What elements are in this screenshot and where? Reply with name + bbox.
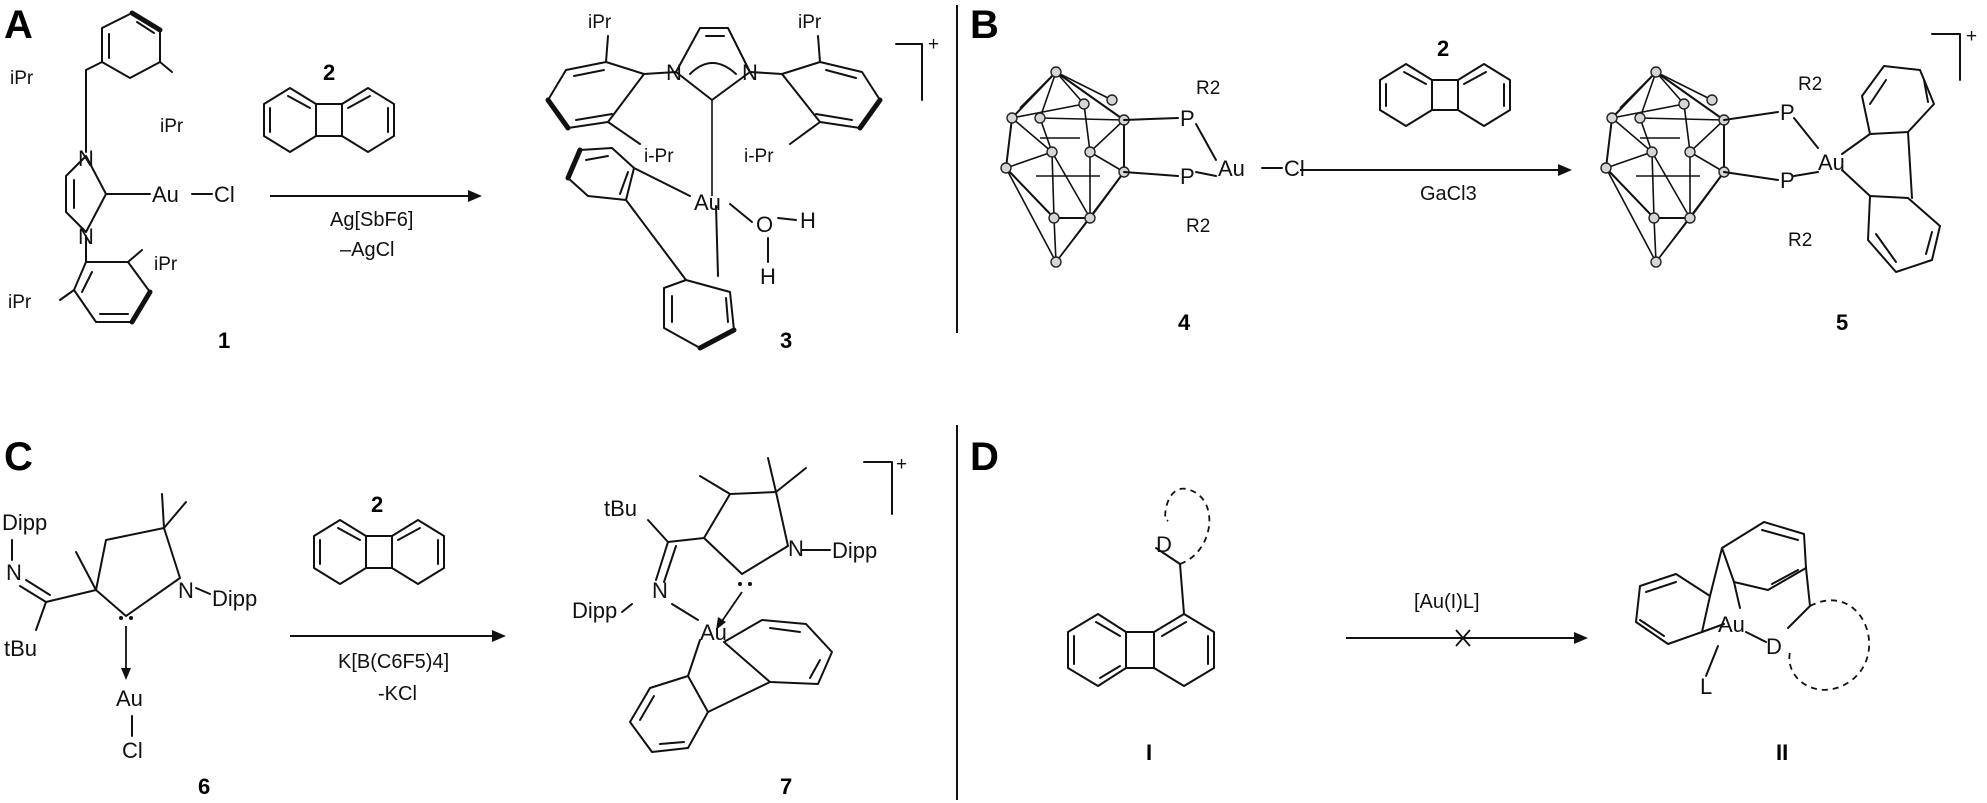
label-ipr-product-right: i-Pr [744, 146, 774, 167]
reaction-arrowhead-a [468, 190, 482, 202]
compound-4-structure [1000, 66, 1283, 268]
compound-II-structure [1635, 521, 1870, 691]
compound-label-5: 5 [1836, 310, 1848, 335]
atom-n-product-left: N [666, 60, 682, 85]
condition-b-1: GaCl3 [1420, 183, 1477, 205]
arrowhead-c-to-au [121, 668, 131, 680]
label-r2-4-upper: R2 [1196, 78, 1220, 99]
atom-p-5-upper: P [1780, 100, 1795, 125]
compound-label-I: I [1146, 740, 1152, 765]
condition-a-2: –AgCl [340, 239, 394, 261]
compound-1-structure [59, 10, 213, 325]
atom-au-7: Au [700, 620, 727, 645]
atom-p-5-lower: P [1780, 168, 1795, 193]
label-ipr-product-left: i-Pr [644, 146, 674, 167]
label-tbu-6: tBu [4, 636, 37, 661]
reagent-label-2-c: 2 [371, 492, 383, 517]
label-tbu-7: tBu [604, 496, 637, 521]
reaction-arrowhead-c [492, 630, 506, 642]
atom-cl-6: Cl [122, 738, 143, 763]
charge-bracket-c [863, 461, 893, 515]
arrowhead-c-to-au-product [716, 617, 726, 630]
panel-letter-a: A [4, 3, 33, 47]
atom-cl-reactant: Cl [214, 182, 235, 207]
charge-a: + [928, 34, 939, 55]
label-ipr-bottom-right: iPr [154, 254, 178, 275]
atom-cl-4: Cl [1284, 156, 1305, 181]
label-dipp-7-imine: Dipp [572, 598, 617, 623]
label-ipr-product-right-top: iPr [798, 12, 822, 33]
atom-au-II: Au [1718, 612, 1745, 637]
atom-au-4: Au [1218, 156, 1245, 181]
reagent-2-biphenylene [263, 87, 395, 153]
charge-b: + [1966, 26, 1977, 47]
charge-bracket-b [1931, 33, 1961, 81]
label-dipp-7-ring: Dipp [832, 538, 877, 563]
compound-3-structure [545, 27, 883, 351]
panel-d: D D I [Au(I)L] [970, 435, 1870, 765]
panel-b: B [970, 3, 1977, 335]
panel-letter-d: D [970, 435, 999, 479]
label-dipp-6: Dipp [2, 510, 47, 535]
atom-o-product: O [756, 212, 773, 237]
condition-c-2: -KCl [378, 683, 417, 705]
charge-bracket-a [895, 43, 923, 101]
atom-d-I: D [1156, 532, 1172, 557]
atom-p-4-upper: P [1180, 106, 1195, 131]
label-ipr-bottom-left: iPr [8, 292, 32, 313]
arrow-c-to-au-product [719, 591, 743, 625]
atom-au-reactant: Au [152, 182, 179, 207]
reagent-2-biphenylene-c [313, 519, 445, 585]
atom-n-6-ring: N [178, 578, 194, 603]
atom-l-II: L [1700, 674, 1712, 699]
atom-n-6-imine: N [6, 560, 22, 585]
atom-p-4-lower: P [1180, 164, 1195, 189]
compound-label-1: 1 [218, 328, 230, 353]
atom-n-lower: N [78, 224, 94, 249]
compound-label-7: 7 [780, 774, 792, 799]
panel-c: C Dipp N tBu N Dipp Au Cl 6 [2, 435, 907, 799]
compound-label-3: 3 [780, 328, 792, 353]
condition-a-1: Ag[SbF6] [330, 209, 413, 231]
reagent-label-2-a: 2 [323, 60, 335, 85]
atom-n-upper: N [78, 146, 94, 171]
reagent-2-biphenylene-b [1379, 63, 1511, 127]
reaction-blocked-cross-d-2 [1455, 629, 1471, 647]
panel-letter-c: C [4, 435, 33, 479]
charge-c: + [896, 454, 907, 475]
carborane-cage-4 [1000, 66, 1130, 268]
label-r2-5-lower: R2 [1788, 230, 1812, 251]
condition-c-1: K[B(C6F5)4] [338, 651, 449, 673]
atom-n-product-right: N [742, 60, 758, 85]
atom-h1-product: H [800, 208, 816, 233]
reaction-arrowhead-d [1574, 632, 1588, 644]
label-r2-5-upper: R2 [1798, 74, 1822, 95]
label-r2-4-lower: R2 [1186, 216, 1210, 237]
label-ipr-top-right: iPr [160, 116, 184, 137]
reaction-arrowhead-b [1558, 164, 1572, 176]
panel-a: A N N Au Cl [4, 3, 939, 353]
label-dipp-6-ring: Dipp [212, 586, 257, 611]
atom-d-II: D [1766, 634, 1782, 659]
label-ipr-product-left-top: iPr [588, 12, 612, 33]
atom-n-7-ring: N [788, 536, 804, 561]
carborane-cage-5 [1600, 66, 1730, 268]
compound-I-structure [1067, 487, 1215, 687]
compound-6-structure [11, 493, 211, 737]
atom-au-product: Au [694, 190, 721, 215]
compound-7-structure [621, 457, 833, 753]
condition-d-1: [Au(I)L] [1414, 591, 1480, 613]
compound-label-4: 4 [1178, 310, 1191, 335]
atom-au-5: Au [1818, 150, 1845, 175]
compound-5-structure [1600, 65, 1941, 273]
compound-label-II: II [1776, 740, 1788, 765]
atom-n-7-imine: N [652, 578, 668, 603]
compound-label-6: 6 [198, 774, 210, 799]
atom-au-6: Au [116, 686, 143, 711]
atom-h2-product: H [760, 264, 776, 289]
label-ipr-top-left: iPr [10, 68, 34, 89]
reagent-label-2-b: 2 [1437, 36, 1449, 61]
panel-letter-b: B [970, 3, 999, 47]
